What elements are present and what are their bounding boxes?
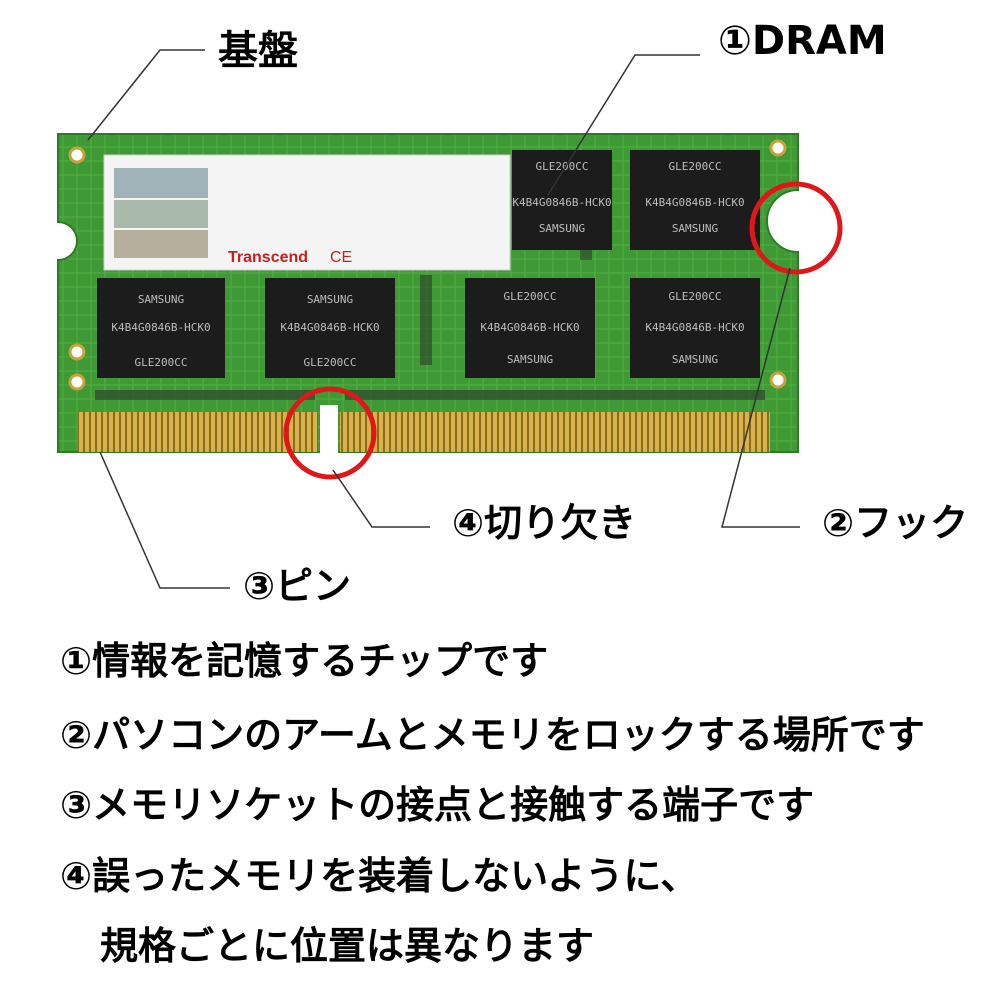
svg-text:SAMSUNG: SAMSUNG	[672, 353, 718, 366]
svg-text:GLE200CC: GLE200CC	[135, 356, 188, 369]
label-substrate: 基盤	[218, 28, 298, 74]
leader-dram	[547, 54, 700, 196]
leader-lines	[87, 49, 800, 589]
leader-notch	[332, 469, 430, 528]
svg-text:SAMSUNG: SAMSUNG	[138, 293, 184, 306]
svg-text:SAMSUNG: SAMSUNG	[539, 222, 585, 235]
dram-chip: GLE200CC K4B4G0846B-HCK0 SAMSUNG	[630, 278, 760, 378]
label-dram: ①DRAM	[718, 18, 887, 64]
svg-text:SAMSUNG: SAMSUNG	[307, 293, 353, 306]
hook-highlight-circle	[749, 181, 843, 275]
label-notch: ④切り欠き	[452, 501, 637, 545]
svg-text:GLE200CC: GLE200CC	[304, 356, 357, 369]
description-dram: ①情報を記憶するチップです	[60, 639, 549, 683]
brand-name: Transcend	[228, 249, 308, 266]
dram-chip: SAMSUNG K4B4G0846B-HCK0 GLE200CC	[97, 278, 225, 378]
description-notch-continued: 規格ごとに位置は異なります	[100, 924, 595, 968]
svg-text:K4B4G0846B-HCK0: K4B4G0846B-HCK0	[111, 321, 210, 334]
leader-hook	[721, 267, 800, 528]
svg-text:K4B4G0846B-HCK0: K4B4G0846B-HCK0	[645, 321, 744, 334]
label-pins: ③ピン	[243, 564, 352, 608]
svg-text:GLE200CC: GLE200CC	[504, 290, 557, 303]
description-notch: ④誤ったメモリを装着しないように、	[60, 854, 699, 898]
ce-mark: CE	[330, 249, 352, 266]
svg-text:K4B4G0846B-HCK0: K4B4G0846B-HCK0	[280, 321, 379, 334]
dram-chip: GLE200CC K4B4G0846B-HCK0 SAMSUNG	[465, 278, 595, 378]
svg-text:K4B4G0846B-HCK0: K4B4G0846B-HCK0	[480, 321, 579, 334]
svg-text:GLE200CC: GLE200CC	[669, 160, 722, 173]
leader-substrate	[87, 49, 205, 141]
hologram-image	[114, 168, 208, 258]
svg-text:K4B4G0846B-HCK0: K4B4G0846B-HCK0	[645, 196, 744, 209]
svg-text:GLE200CC: GLE200CC	[669, 290, 722, 303]
dram-chip: GLE200CC K4B4G0846B-HCK0 SAMSUNG	[512, 150, 612, 250]
brand-sticker: Transcend CE	[103, 154, 511, 271]
svg-text:SAMSUNG: SAMSUNG	[672, 222, 718, 235]
description-pins: ③メモリソケットの接点と接触する端子です	[60, 783, 815, 827]
label-hook: ②フック	[822, 501, 969, 545]
svg-text:GLE200CC: GLE200CC	[536, 160, 589, 173]
leader-pins	[99, 451, 230, 589]
notch-highlight-circle	[283, 386, 377, 480]
svg-text:K4B4G0846B-HCK0: K4B4G0846B-HCK0	[512, 196, 611, 209]
dram-chip: GLE200CC K4B4G0846B-HCK0 SAMSUNG	[630, 150, 760, 250]
dram-chip: SAMSUNG K4B4G0846B-HCK0 GLE200CC	[265, 278, 395, 378]
description-hook: ②パソコンのアームとメモリをロックする場所です	[60, 713, 925, 757]
gold-pins	[78, 405, 770, 455]
svg-text:SAMSUNG: SAMSUNG	[507, 353, 553, 366]
